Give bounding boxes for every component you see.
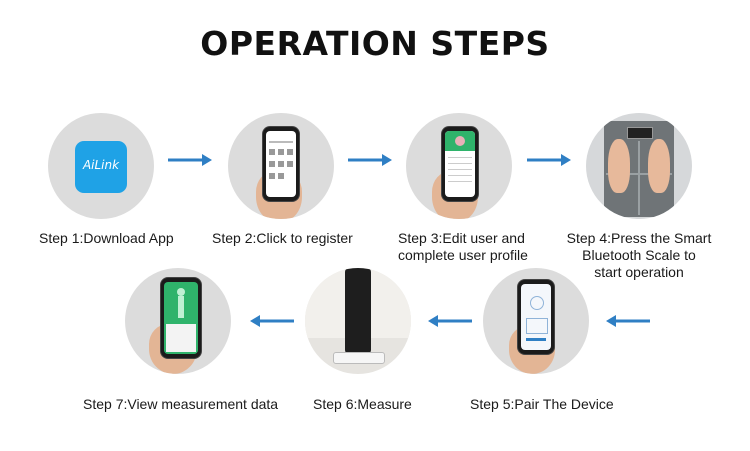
step-1-label: Step 1:Download App bbox=[39, 230, 174, 246]
step-3-label: Step 3:Edit user and complete user profi… bbox=[398, 230, 528, 263]
step-4-label: Step 4:Press the Smart Bluetooth Scale t… bbox=[566, 230, 712, 280]
foot-left bbox=[608, 139, 630, 193]
step-5-label: Step 5:Pair The Device bbox=[470, 396, 614, 412]
app-logo-text: AiLink bbox=[82, 158, 120, 172]
arrow-right-icon bbox=[527, 153, 571, 167]
phone-icon bbox=[518, 280, 554, 354]
phone-icon bbox=[263, 127, 299, 201]
step-2-label: Step 2:Click to register bbox=[212, 230, 353, 246]
step-4-image bbox=[586, 113, 692, 219]
step-7-label: Step 7:View measurement data bbox=[83, 396, 279, 412]
arrow-left-icon bbox=[428, 314, 472, 328]
step-2-image bbox=[228, 113, 334, 219]
step-6-image bbox=[305, 268, 411, 374]
ailink-app-icon: AiLink bbox=[75, 141, 127, 193]
step-3-image bbox=[406, 113, 512, 219]
step-1-image: AiLink bbox=[48, 113, 154, 219]
step-5-image bbox=[483, 268, 589, 374]
foot-right bbox=[648, 139, 670, 193]
scale-icon bbox=[333, 352, 385, 364]
phone-icon bbox=[442, 127, 478, 201]
person-legs bbox=[345, 268, 371, 354]
arrow-right-icon bbox=[348, 153, 392, 167]
page-title: OPERATION STEPS bbox=[200, 24, 550, 63]
phone-icon bbox=[161, 278, 201, 358]
step-7-image bbox=[125, 268, 231, 374]
step-6-label: Step 6:Measure bbox=[313, 396, 412, 412]
arrow-left-icon bbox=[606, 314, 650, 328]
arrow-right-icon bbox=[168, 153, 212, 167]
arrow-left-icon bbox=[250, 314, 294, 328]
